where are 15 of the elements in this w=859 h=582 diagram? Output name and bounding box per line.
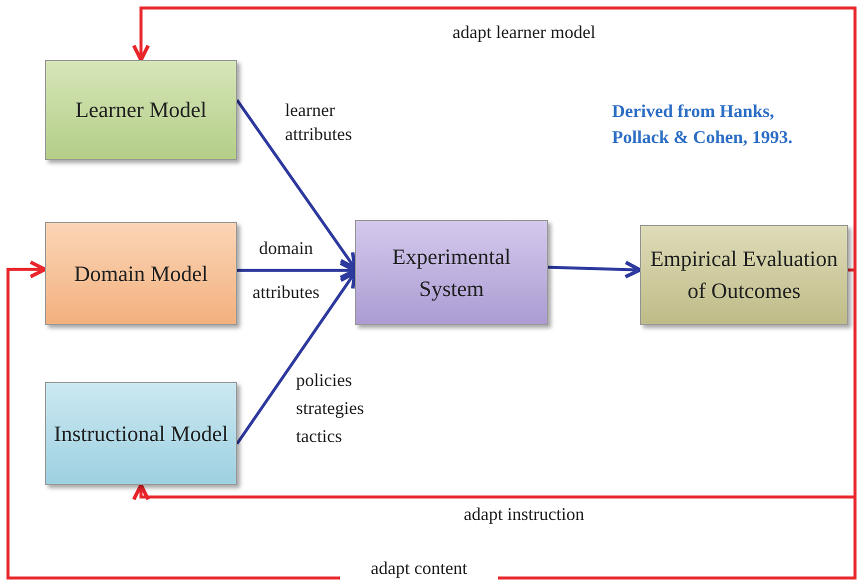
edge-label: learner attributes [285, 99, 353, 146]
arrow [236, 270, 357, 445]
arrow [237, 261, 357, 280]
process-box: Instructional Model [45, 382, 237, 485]
arrow [236, 99, 357, 270]
process-box: Domain Model [45, 222, 237, 325]
edge-label: policies strategies tactics [296, 369, 365, 448]
process-box: Experimental System [355, 220, 548, 325]
citation-note: Derived from Hanks, Pollack & Cohen, 1993. [612, 100, 794, 149]
edge-label: domain attributes [252, 237, 320, 304]
process-box: Empirical Evaluation of Outcomes [640, 225, 848, 325]
arrow [6, 260, 856, 580]
arrow [132, 6, 856, 272]
process-box: Learner Model [45, 60, 237, 160]
arrow [548, 260, 642, 279]
